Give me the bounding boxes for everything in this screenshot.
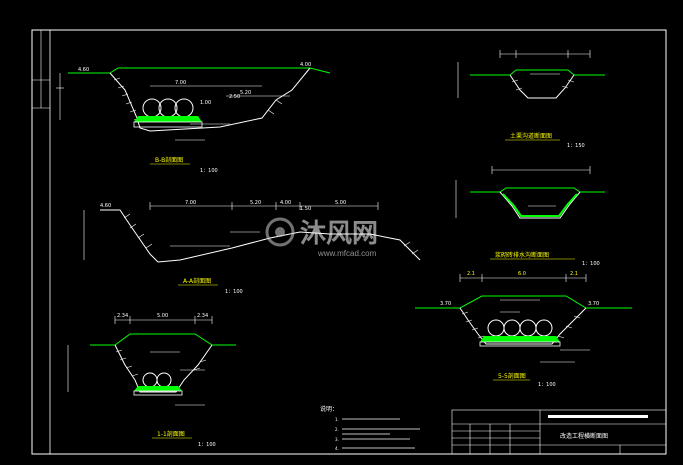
note-2-number: 2. [335,427,339,432]
section-a-a: 7.00 5.20 4.00 1.50 5.00 4.60 A-A剖面图 1：1… [83,200,421,295]
b-b-foundation [134,116,202,122]
5-5-elev-right: 3.70 [588,301,599,307]
1-1-dim-1: 2.34 [117,313,128,319]
5-5-dim-2: 6.0 [518,271,526,277]
1-1-dim-3: 2.34 [197,313,208,319]
5-5-channel-profile [459,307,587,345]
1-1-title: 1-1剖面图 [157,430,185,438]
1-1-dim-2: 5.00 [157,313,168,319]
lined-ditch-title: 浆砌砖排水沟断面图 [495,251,549,259]
5-5-elev-left: 3.70 [440,301,451,307]
b-b-dim-1: 7.00 [175,80,186,86]
section-b-b: 7.00 5.20 2.50 1.00 4.60 4.00 B-B剖面图 1：1… [56,62,331,174]
watermark-logo-icon [265,217,295,247]
b-b-elev-right: 4.00 [300,62,311,68]
a-a-dim-1: 7.00 [185,200,196,206]
note-3-number: 3. [335,437,339,442]
note-4-number: 4. [335,446,339,451]
b-b-scale: 1：100 [200,168,218,174]
title-block-drawing-name: 改造工程横断面图 [560,432,608,440]
a-a-dim-2: 5.20 [250,200,261,206]
section-earth-ditch: 土渠沟道断面图 1：150 [457,50,605,149]
1-1-pipes [142,372,172,388]
a-a-scale: 1：100 [225,289,243,295]
notes: 说明： 1. 2. 3. 4. [320,405,420,451]
a-a-title: A-A剖面图 [183,277,211,285]
b-b-dim-3: 2.50 [229,94,240,100]
5-5-dim-3: 2.1 [570,271,578,277]
watermark-brand: 沐风网 [300,218,378,248]
a-a-profile [100,209,421,263]
5-5-pipes [487,319,553,337]
1-1-foundation [134,386,182,391]
earth-ditch-ground-line [470,69,605,76]
b-b-ground-line [68,67,331,74]
inner-frame [49,29,667,455]
lined-ditch-profile [499,191,581,219]
earth-ditch-title: 土渠沟道断面图 [510,132,552,140]
notes-heading: 说明： [320,405,338,413]
a-a-dim-3: 4.00 [280,200,291,206]
watermark: 沐风网 www.mfcad.com [265,217,378,258]
5-5-ground-line [415,295,632,309]
earth-ditch-profile [509,74,575,99]
5-5-foundation [480,336,560,342]
1-1-scale: 1：100 [198,442,216,448]
a-a-elev-left: 4.60 [100,203,111,209]
lined-ditch-scale: 1：100 [582,261,600,267]
earth-ditch-scale: 1：150 [567,143,585,149]
b-b-dim-4: 1.00 [200,100,211,106]
a-a-dim-5: 5.00 [335,200,346,206]
watermark-url: www.mfcad.com [317,249,377,258]
section-1-1: 2.34 5.00 2.34 1-1剖面图 1：100 [67,313,236,448]
lined-ditch-ground-line [470,187,605,193]
section-lined-ditch: 浆砌砖排水沟断面图 1：100 [455,166,605,267]
5-5-dim-1: 2.1 [467,271,475,277]
5-5-title: 5-5剖面图 [498,372,526,380]
b-b-dim-2: 5.20 [240,90,251,96]
b-b-pipes [142,98,194,118]
a-a-dim-4: 1.50 [300,206,311,212]
b-b-title: B-B剖面图 [155,156,183,164]
5-5-scale: 1：100 [538,382,556,388]
b-b-channel-profile [109,67,311,132]
1-1-ground-line [90,333,236,346]
note-1-number: 1. [335,417,339,422]
b-b-elev-left: 4.60 [78,67,89,73]
lined-ditch-lining [502,193,578,217]
binding-strip [32,30,50,109]
section-5-5: 2.1 6.0 2.1 3.70 3.70 5-5剖面图 1：100 [415,271,632,388]
title-block [451,409,667,455]
